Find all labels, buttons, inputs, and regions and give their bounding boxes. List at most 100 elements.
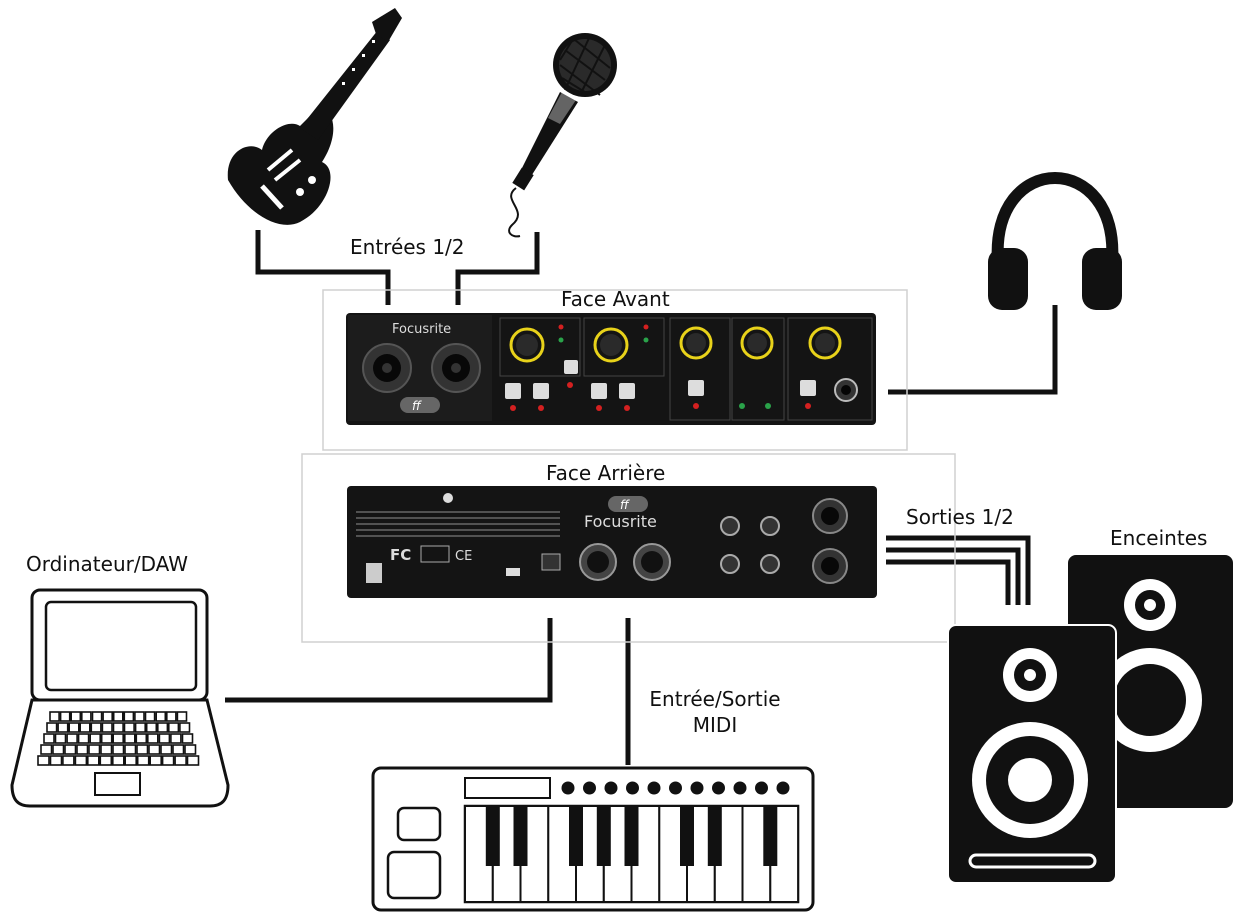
black-key	[624, 806, 639, 866]
guitar-cable	[255, 230, 391, 305]
laptop-key	[136, 744, 149, 755]
front-logo-badge	[400, 397, 440, 413]
speaker-front-icon	[947, 624, 1117, 884]
svg-text:CE: CE	[455, 549, 472, 564]
laptop-key	[62, 755, 75, 766]
laptop-key	[81, 711, 92, 722]
laptop-key	[77, 733, 90, 744]
midi-label-line1: Entrée/Sortie	[649, 687, 781, 711]
front-panel-frame	[322, 289, 908, 451]
outputs-label: Sorties 1/2	[906, 505, 1014, 529]
laptop-key	[186, 755, 200, 766]
headphone-knob	[808, 326, 842, 360]
laptop-key	[57, 722, 69, 733]
midi-knob	[733, 781, 747, 795]
black-key	[680, 806, 694, 866]
monitor-knob-2	[740, 326, 774, 360]
laptop-key	[100, 744, 113, 755]
midi-knob	[561, 781, 575, 795]
mic-cable	[455, 232, 540, 305]
black-keys	[485, 806, 778, 866]
midi-label-line2: MIDI	[692, 713, 738, 737]
laptop-key	[134, 722, 147, 733]
microphone-icon	[508, 33, 617, 238]
rear-logo-badge	[608, 496, 648, 512]
headphones-icon	[988, 172, 1122, 310]
speaker-cable-1	[886, 535, 1031, 605]
laptop-key	[89, 733, 101, 744]
midi-knob	[604, 781, 618, 795]
laptop-key	[49, 755, 63, 766]
laptop-key	[160, 744, 173, 755]
laptop-key	[147, 733, 159, 744]
laptop-key	[155, 711, 167, 722]
laptop-key	[144, 711, 156, 722]
front-panel-label: Face Avant	[561, 287, 670, 311]
black-key	[569, 806, 583, 866]
midi-knob	[647, 781, 661, 795]
laptop-key	[90, 722, 102, 733]
midi-knob	[626, 781, 639, 795]
laptop-key	[135, 733, 148, 744]
laptop-key	[124, 733, 136, 744]
laptop-key	[181, 733, 194, 744]
midi-knob	[583, 781, 596, 795]
laptop-key	[179, 722, 191, 733]
black-key	[485, 806, 500, 866]
laptop-key	[101, 722, 113, 733]
midi-knob	[669, 781, 682, 795]
laptop-key	[123, 711, 135, 722]
laptop-keyboard	[37, 711, 200, 766]
midi-knob	[690, 781, 704, 795]
cables	[225, 230, 1058, 765]
laptop-key	[112, 733, 124, 744]
line-outputs	[720, 516, 780, 574]
front-brand-text: Focusrite	[392, 322, 451, 337]
laptop-key	[49, 711, 60, 722]
gain-knob-1	[509, 327, 545, 363]
electric-guitar-icon	[227, 8, 402, 225]
laptop-key	[134, 711, 145, 722]
midi-out-port	[633, 543, 671, 581]
laptop-key	[54, 733, 67, 744]
laptop-key	[124, 755, 137, 766]
computer-label: Ordinateur/DAW	[26, 552, 188, 576]
front-panel-device: Focusrite ff	[346, 313, 876, 425]
headphone-cable	[888, 305, 1058, 395]
black-key	[763, 806, 778, 866]
laptop-key	[123, 722, 135, 733]
laptop-key	[112, 755, 125, 766]
laptop-key	[91, 711, 103, 722]
laptop-key	[174, 755, 187, 766]
inputs-label: Entrées 1/2	[350, 235, 465, 259]
midi-in-port	[579, 543, 617, 581]
laptop-key	[37, 755, 50, 766]
laptop-key	[161, 755, 175, 766]
laptop-key	[88, 744, 101, 755]
laptop-key	[87, 755, 100, 766]
laptop-key	[158, 733, 171, 744]
black-key	[513, 806, 528, 866]
laptop-key	[112, 744, 125, 755]
laptop-key	[102, 711, 113, 722]
laptop-key	[112, 722, 124, 733]
rear-panel-device: FC CE ff Focusrite	[347, 486, 877, 598]
laptop-key	[68, 722, 80, 733]
laptop-key	[166, 711, 177, 722]
laptop-key	[74, 755, 88, 766]
gain-knob-2	[593, 327, 629, 363]
main-outputs	[812, 498, 848, 584]
midi-knob-row	[561, 781, 790, 795]
laptop-icon	[10, 588, 230, 808]
speaker-back-icon	[1068, 555, 1233, 808]
laptop-key	[40, 744, 53, 755]
laptop-key	[112, 711, 124, 722]
midi-knob	[712, 781, 725, 795]
rear-panel-frame	[301, 453, 956, 643]
laptop-key	[145, 722, 158, 733]
laptop-key	[46, 722, 58, 733]
laptop-key	[79, 722, 91, 733]
laptop-key	[136, 755, 150, 766]
front-logo-text: ff	[412, 399, 422, 413]
